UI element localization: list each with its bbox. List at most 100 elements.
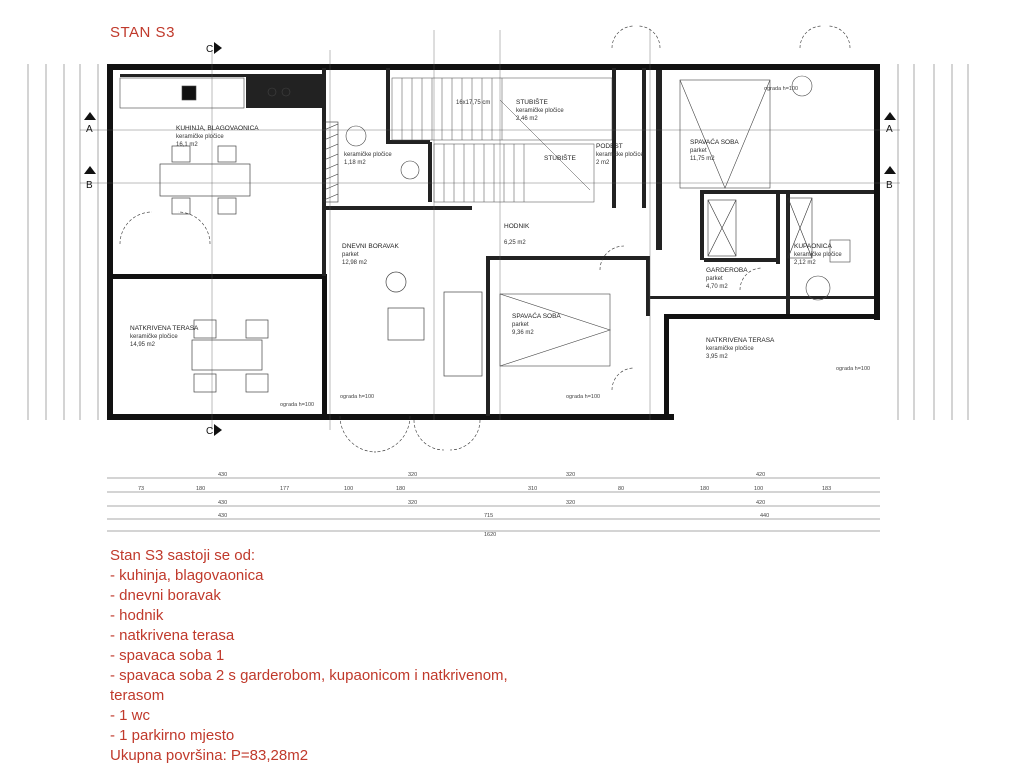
- room-finish-garderoba: parket: [706, 276, 723, 282]
- room-area-terasa-2: 3,95 m2: [706, 354, 728, 360]
- bed-1: [499, 293, 611, 367]
- description-item: - kuhinja, blagovaonica: [110, 567, 264, 584]
- plan-title: STAN S3: [110, 24, 175, 41]
- dim-r1-1: 430: [218, 472, 227, 478]
- room-area-stubiste: 2,46 m2: [516, 116, 538, 122]
- description-item: - 1 parkirno mjesto: [110, 727, 235, 744]
- room-labels: KUHINJA, BLAGOVAONICA keramičke pločice …: [130, 97, 842, 360]
- room-finish-terasa-2: keramičke pločice: [706, 346, 754, 352]
- room-area-kupaonica: 2,12 m2: [794, 260, 816, 266]
- room-name-kupaonica: KUPAONICA: [794, 243, 832, 250]
- railing-note-4: ograda h=100: [836, 366, 870, 372]
- room-area-boravak: 12,98 m2: [342, 260, 368, 266]
- railing-note-5: ograda h=100: [764, 86, 798, 92]
- dim-r2-9: 100: [754, 486, 763, 492]
- description-heading: Stan S3 sastoji se od:: [110, 547, 256, 564]
- room-finish-soba-1: parket: [512, 322, 529, 328]
- section-b-right: B: [886, 180, 893, 191]
- room-name-stubiste: STUBIŠTE: [516, 97, 548, 106]
- dining-table-2: [191, 319, 269, 393]
- railing-note-3: ograda h=100: [566, 394, 600, 400]
- railing-note-2: ograda h=100: [340, 394, 374, 400]
- room-finish-kuhinja: keramičke pločice: [176, 134, 224, 140]
- room-finish-wc: keramičke pločice: [344, 152, 392, 158]
- dim-r2-7: 80: [618, 486, 624, 492]
- room-area-terasa: 14,95 m2: [130, 342, 156, 348]
- description-item: - spavaca soba 1: [110, 647, 225, 664]
- railing-notes: ograda h=100 ograda h=100 ograda h=100 o…: [280, 86, 870, 408]
- stairs: [391, 77, 613, 203]
- room-name-soba-1: SPAVAĆA SOBA: [512, 311, 561, 320]
- interior-walls: [120, 68, 874, 416]
- floor-plan: KUHINJA, BLAGOVAONICA keramičke pločice …: [27, 25, 969, 538]
- dim-r3-2: 715: [484, 513, 493, 519]
- room-name-soba-2: SPAVAĆA SOBA: [690, 137, 739, 146]
- room-finish-stubiste: keramičke pločice: [516, 108, 564, 114]
- stair-note: 16x17,75 cm: [456, 100, 490, 106]
- railing-note-1: ograda h=100: [280, 402, 314, 408]
- dim-r1b-3: 320: [566, 500, 575, 506]
- dim-r3-3: 440: [760, 513, 769, 519]
- room-name-podest: PODEST: [596, 143, 623, 150]
- bed-2: [679, 79, 771, 189]
- dim-r2-6: 310: [528, 486, 537, 492]
- section-a-right: A: [886, 124, 893, 135]
- bathroom-fixtures: [345, 75, 851, 301]
- description-item: - 1 wc: [110, 707, 151, 724]
- description-item: - natkrivena terasa: [110, 627, 235, 644]
- room-area-soba-1: 9,36 m2: [512, 330, 534, 336]
- room-name-boravak: DNEVNI BORAVAK: [342, 243, 399, 250]
- dim-r2-10: 183: [822, 486, 831, 492]
- room-finish-podest: keramičke pločice: [596, 152, 644, 158]
- room-finish-boravak: parket: [342, 252, 359, 258]
- dining-table-1: [159, 145, 251, 215]
- doors: [119, 25, 851, 453]
- room-name-kuhinja: KUHINJA, BLAGOVAONICA: [176, 125, 259, 132]
- room-area-kuhinja: 16,1 m2: [176, 142, 198, 148]
- living-room-furniture: [385, 271, 483, 377]
- dim-r2-4: 100: [344, 486, 353, 492]
- room-area-hodnik: 6,25 m2: [504, 240, 526, 246]
- room-finish-terasa: keramičke pločice: [130, 334, 178, 340]
- section-c-bottom: C: [206, 426, 213, 437]
- apartment-description: Stan S3 sastoji se od: - kuhinja, blagov…: [110, 546, 610, 766]
- hatched-elements: [323, 121, 813, 259]
- room-finish-kupaonica: keramičke pločice: [794, 252, 842, 258]
- dim-r2-2: 180: [196, 486, 205, 492]
- dim-r1b-1: 430: [218, 500, 227, 506]
- dim-r1b-4: 420: [756, 500, 765, 506]
- room-name-garderoba: GARDEROBA: [706, 267, 748, 274]
- description-item: terasom: [110, 687, 165, 704]
- outer-walls: [107, 64, 880, 420]
- section-b-left: B: [86, 180, 93, 191]
- dim-r2-8: 180: [700, 486, 709, 492]
- dim-r1b-2: 320: [408, 500, 417, 506]
- room-name-terasa-2: NATKRIVENA TERASA: [706, 337, 775, 344]
- room-finish-soba-2: parket: [690, 148, 707, 154]
- room-area-garderoba: 4,70 m2: [706, 284, 728, 290]
- dim-r2-1: 73: [138, 486, 144, 492]
- dim-r3-1: 430: [218, 513, 227, 519]
- section-c-top: C: [206, 44, 213, 55]
- description-item: - spavaca soba 2 s garderobom, kupaonico…: [110, 667, 508, 684]
- dim-r2-5: 180: [396, 486, 405, 492]
- description-item: - dnevni boravak: [110, 587, 221, 604]
- dim-total: 1620: [484, 532, 496, 538]
- room-name-stubiste-2: STUBIŠTE: [544, 153, 576, 162]
- grid-lines: [80, 30, 900, 430]
- room-area-soba-2: 11,75 m2: [690, 156, 715, 162]
- description-item: - hodnik: [110, 607, 164, 624]
- room-area-wc: 1,18 m2: [344, 160, 366, 166]
- dim-r1-2: 320: [408, 472, 417, 478]
- dim-r2-3: 177: [280, 486, 289, 492]
- kitchen-counter: [119, 77, 291, 109]
- dim-r1-3: 320: [566, 472, 575, 478]
- bottom-dimension-lines: [107, 477, 880, 532]
- description-total: Ukupna površina: P=83,28m2: [110, 747, 309, 764]
- section-a-left: A: [86, 124, 93, 135]
- room-name-hodnik: HODNIK: [504, 223, 530, 230]
- room-area-podest: 2 m2: [596, 160, 610, 166]
- section-markers: A A B B C C: [84, 42, 896, 437]
- room-name-terasa: NATKRIVENA TERASA: [130, 325, 199, 332]
- dim-r1-4: 420: [756, 472, 765, 478]
